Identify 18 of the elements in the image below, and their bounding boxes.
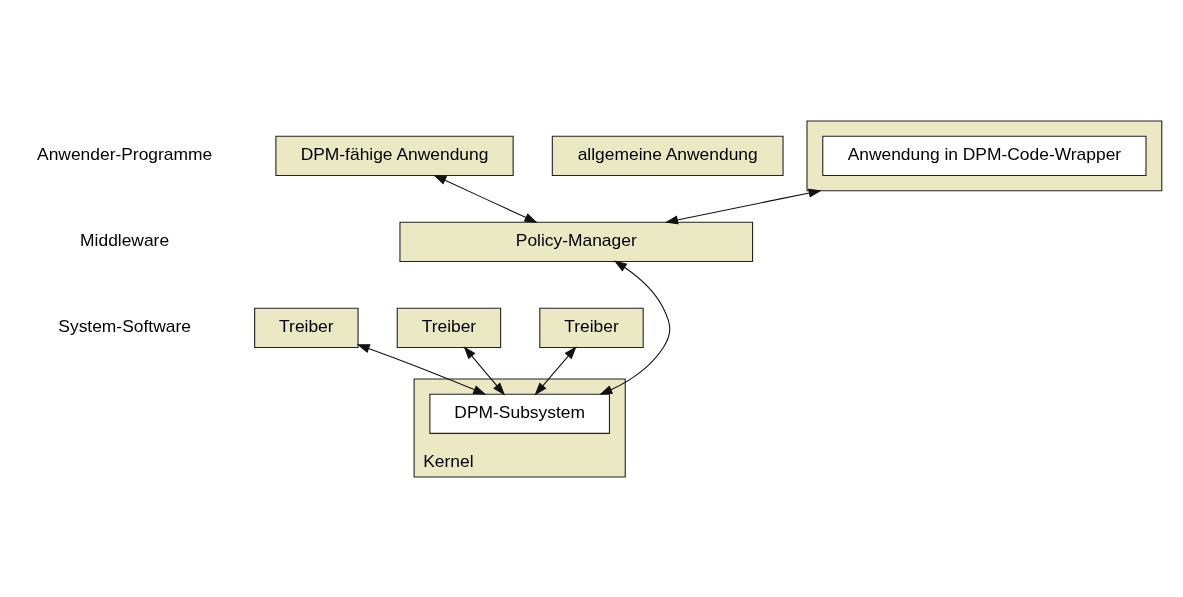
arrow: [599, 260, 671, 395]
arrow: [433, 174, 538, 223]
label: Anwender-Programme: [37, 143, 213, 164]
label: Middleware: [80, 229, 170, 250]
cluster: [806, 120, 1163, 191]
node-box: DPM-fähige Anwendung: [275, 135, 514, 176]
node-box: Treiber: [539, 307, 644, 348]
node-box: DPM-Subsystem: [429, 393, 610, 434]
arrow: [664, 188, 822, 224]
arrow: [463, 345, 506, 395]
node-box: Treiber: [254, 307, 359, 348]
arrow: [534, 345, 577, 395]
label: System-Software: [58, 315, 191, 336]
node-box: Treiber: [396, 307, 502, 348]
node-box: Policy-Manager: [399, 221, 754, 262]
arrow: [356, 343, 487, 395]
node-box: Anwendung in DPM-Code-Wrapper: [822, 135, 1147, 176]
node-box: allgemeine Anwendung: [551, 135, 784, 176]
